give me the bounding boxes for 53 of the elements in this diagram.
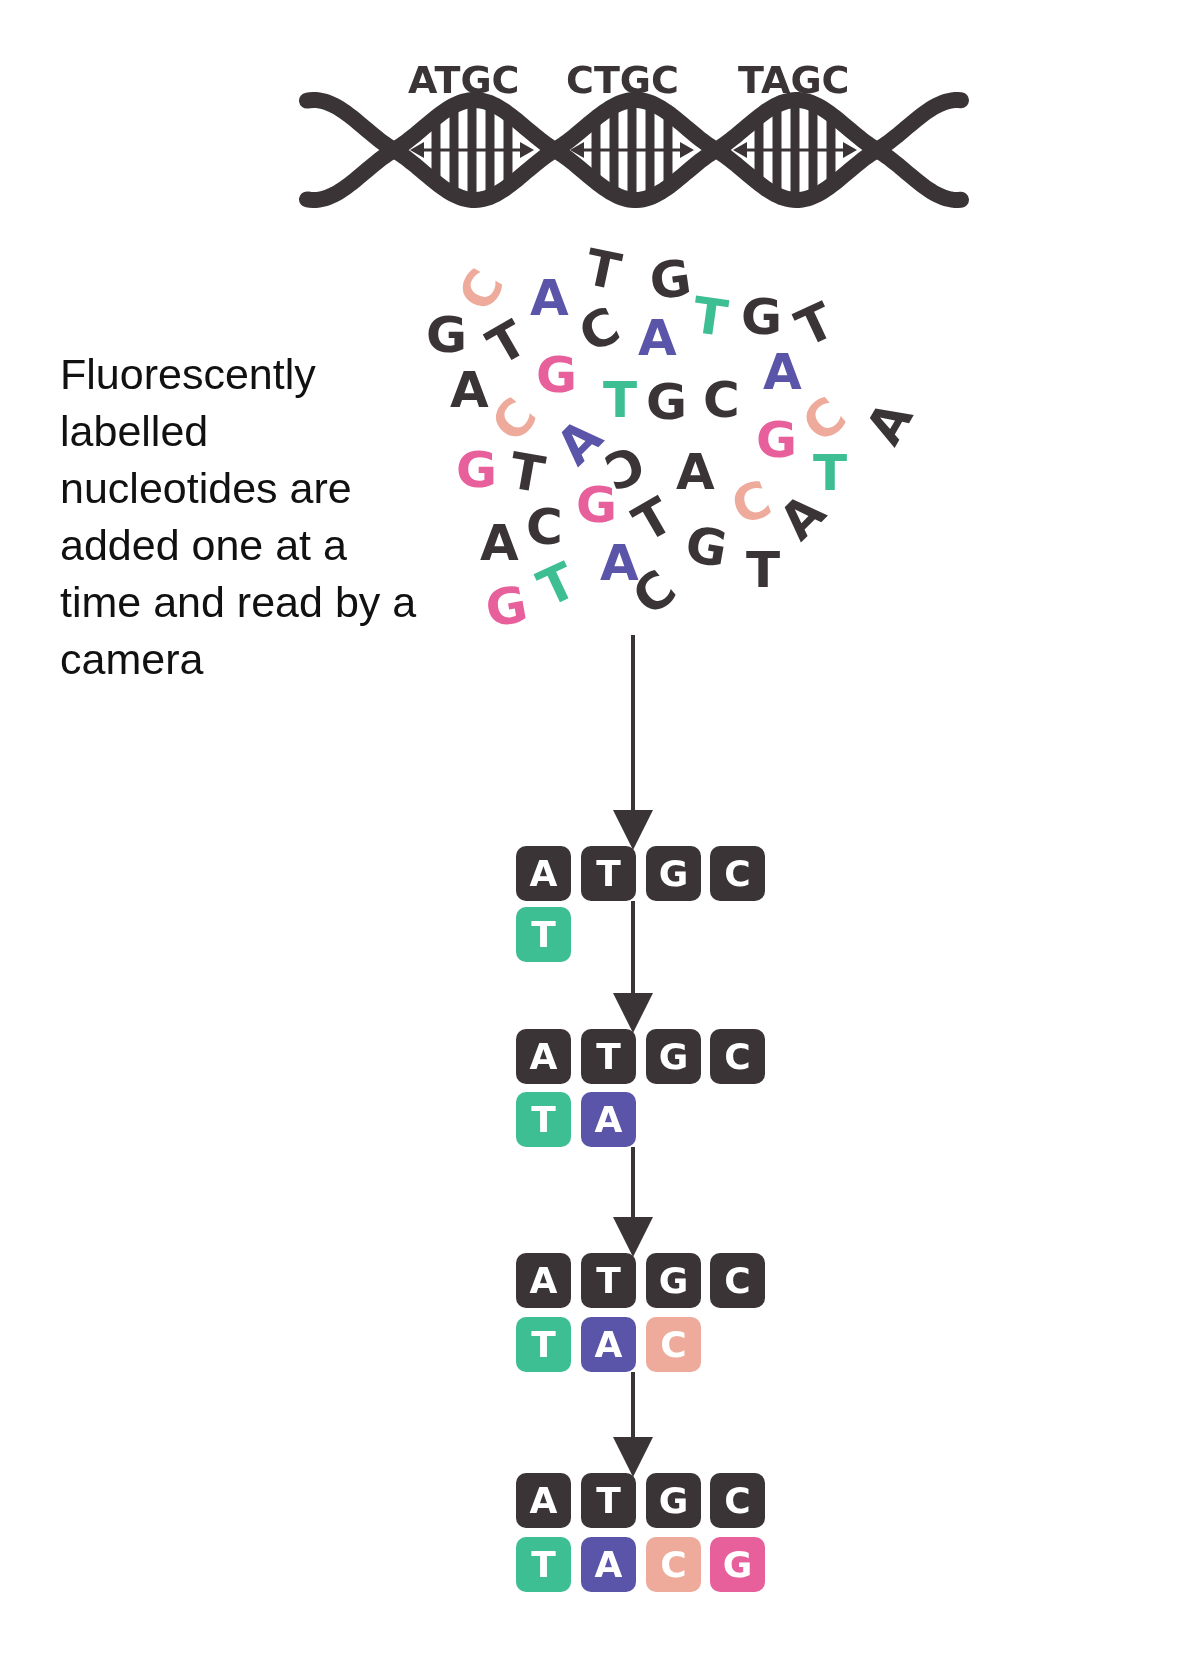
arrow [613,635,653,850]
nucleotide-tile: G [646,1029,701,1084]
nucleotide-tile: C [646,1537,701,1592]
description-text: Fluorescently labelled nucleotides are added one at a time and read by a camera [60,349,418,685]
nucleotide-tile: A [516,1029,571,1084]
sequence-label: ATGC [408,58,520,102]
nucleotide-tile: C [646,1317,701,1372]
nucleotide-tile: T [516,1092,571,1147]
nucleotide-tile: A [516,1473,571,1528]
nucleotide-letter: A [530,273,569,323]
nucleotide-tile: C [710,1473,765,1528]
nucleotide-letter: T [813,448,848,498]
nucleotide-letter: A [450,365,489,415]
nucleotide-tile: G [646,846,701,901]
nucleotide-letter: G [426,310,468,360]
sequence-label: CTGC [566,58,679,102]
nucleotide-letter: G [646,377,688,427]
nucleotide-letter: T [505,445,549,501]
nucleotide-letter: T [531,555,584,615]
nucleotide-letter: T [581,242,625,298]
nucleotide-tile: G [646,1253,701,1308]
nucleotide-tile: A [581,1092,636,1147]
nucleotide-tile: T [516,907,571,962]
nucleotide-tile: C [710,1029,765,1084]
nucleotide-letter: G [481,578,532,636]
nucleotide-tile: T [516,1537,571,1592]
nucleotide-tile: T [581,1473,636,1528]
nucleotide-letter: C [526,502,563,552]
nucleotide-tile: T [581,1253,636,1308]
nucleotide-tile: A [581,1537,636,1592]
nucleotide-tile: A [581,1317,636,1372]
nucleotide-tile: C [710,846,765,901]
arrow [613,1147,653,1257]
nucleotide-tile: T [516,1317,571,1372]
nucleotide-letter: A [480,518,519,568]
nucleotide-tile: G [710,1537,765,1592]
nucleotide-letter: A [676,447,715,497]
nucleotide-letter: T [603,375,638,425]
nucleotide-letter: T [746,545,781,595]
nucleotide-letter: A [858,393,921,453]
sequence-label: TAGC [738,58,850,102]
nucleotide-tile: A [516,846,571,901]
nucleotide-tile: G [646,1473,701,1528]
nucleotide-tile: A [516,1253,571,1308]
nucleotide-tile: T [581,1029,636,1084]
nucleotide-tile: T [581,846,636,901]
nucleotide-letter: C [703,375,740,425]
nucleotide-letter: G [741,292,783,342]
arrow [613,1372,653,1477]
nucleotide-letter: G [456,445,498,495]
nucleotide-tile: C [710,1253,765,1308]
arrow [613,901,653,1033]
nucleotide-letter: A [638,313,677,363]
